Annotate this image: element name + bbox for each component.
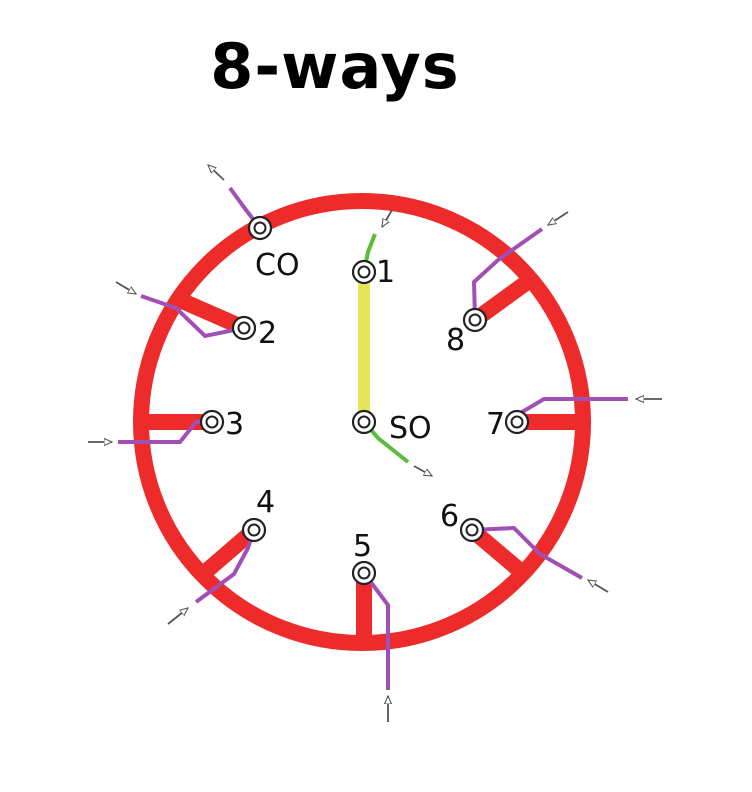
pipe-2 — [140, 294, 245, 339]
arrow-8 — [548, 211, 569, 226]
fitting-8 — [462, 307, 488, 333]
label-co: CO — [255, 248, 300, 283]
pipe-5 — [362, 571, 390, 690]
label-7: 7 — [486, 407, 505, 442]
fitting-so — [351, 409, 377, 435]
fitting-2 — [231, 315, 257, 341]
arrow-co — [208, 165, 225, 181]
fitting-3 — [199, 409, 225, 435]
label-4: 4 — [256, 485, 275, 520]
arrow-4 — [167, 608, 188, 625]
label-8: 8 — [446, 323, 465, 358]
fitting-5 — [351, 560, 377, 586]
arrow-6 — [588, 579, 609, 593]
pipe-6 — [471, 525, 583, 580]
label-3: 3 — [225, 407, 244, 442]
port-fittings — [199, 215, 530, 586]
label-6: 6 — [440, 499, 459, 534]
fitting-1 — [351, 259, 377, 285]
label-1: 1 — [376, 255, 395, 290]
inlet-pipes — [118, 186, 628, 690]
fitting-co — [247, 215, 273, 241]
fitting-4 — [241, 517, 267, 543]
flow-arrows — [88, 165, 662, 722]
fitting-7 — [504, 409, 530, 435]
label-2: 2 — [258, 316, 277, 351]
fitting-6 — [459, 517, 485, 543]
label-so: SO — [389, 411, 432, 446]
pipe-8 — [471, 227, 544, 321]
arrow-so — [413, 465, 432, 477]
arrow-2 — [115, 281, 136, 295]
diagram-title: 8-ways — [210, 30, 460, 103]
label-5: 5 — [353, 529, 372, 564]
arrow-1 — [381, 209, 393, 227]
